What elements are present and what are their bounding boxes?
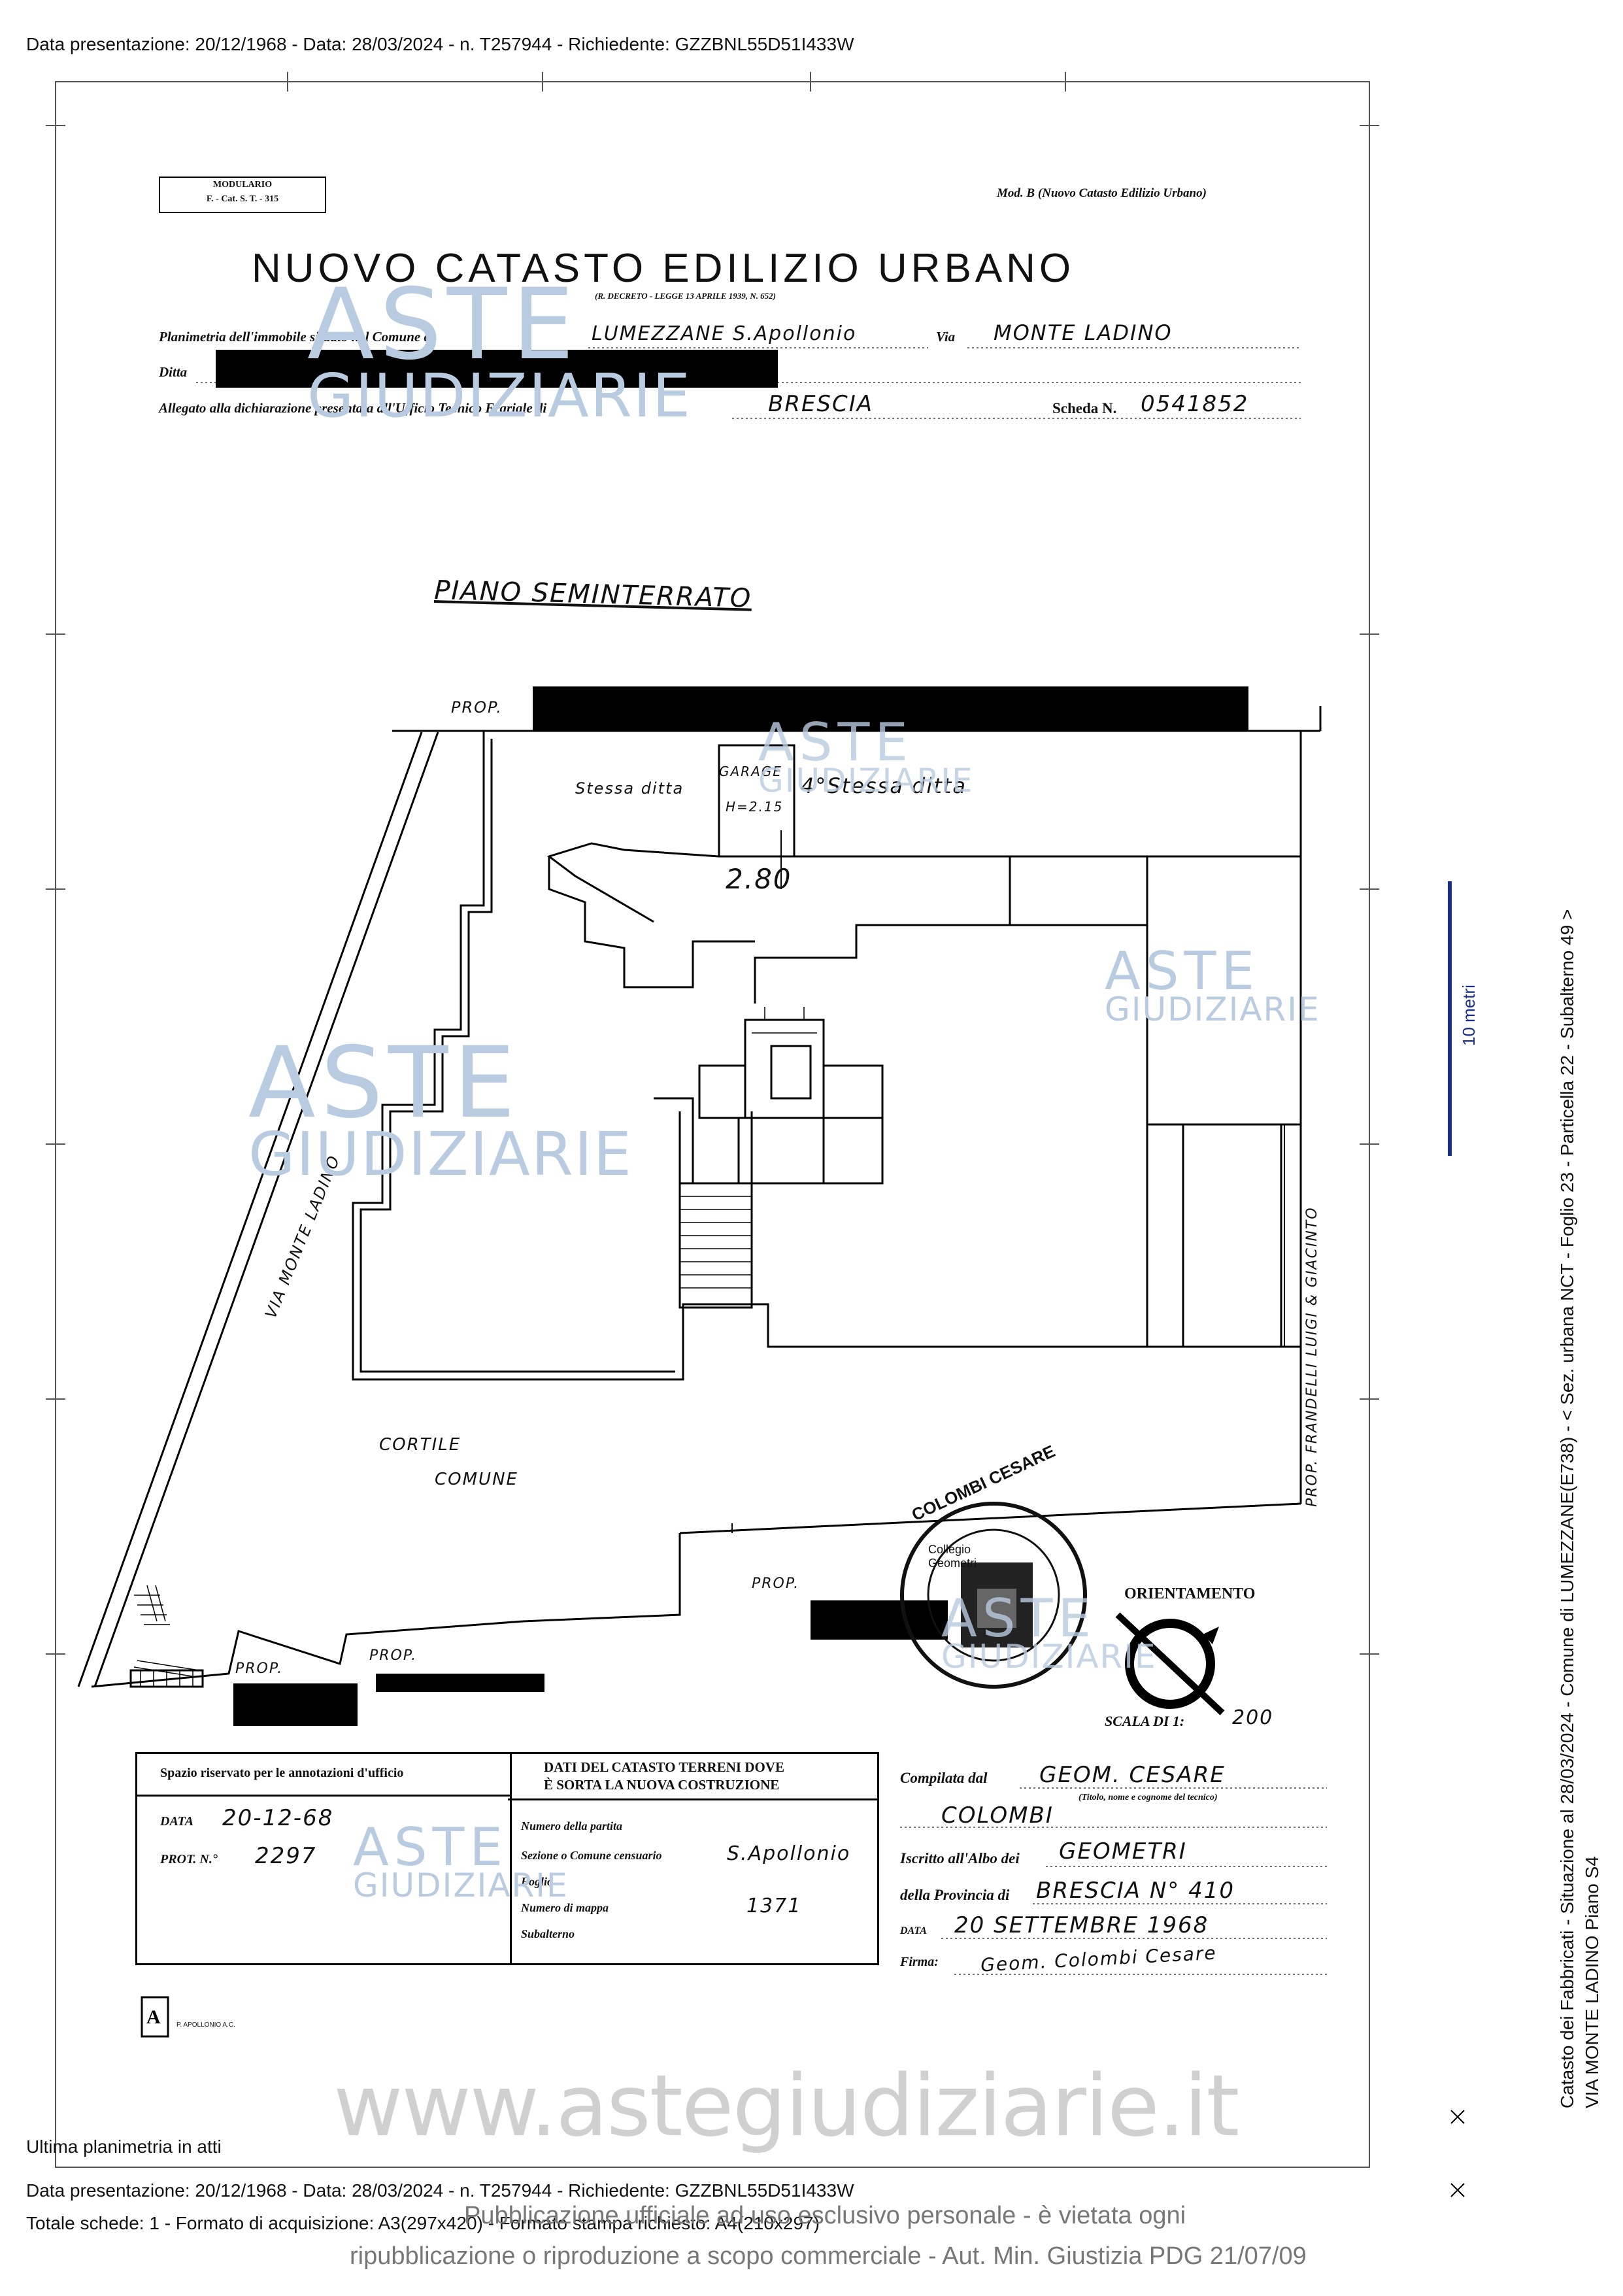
via-value: MONTE LADINO <box>994 320 1173 345</box>
footer-ultima: Ultima planimetria in atti <box>26 2136 222 2157</box>
provincia-label: della Provincia di <box>900 1887 1010 1903</box>
label-h: H=2.15 <box>726 799 784 815</box>
compilata-data-value: 20 SETTEMBRE 1968 <box>954 1912 1209 1938</box>
label-prop-top: PROP. <box>451 698 503 717</box>
terreni-row-label: Numero della partita <box>521 1819 623 1832</box>
scheda-value: 0541852 <box>1141 391 1249 417</box>
modulario-line2: F. - Cat. S. T. - 315 <box>206 194 279 204</box>
prop-bottom-redaction-2 <box>233 1683 358 1726</box>
scala-label: SCALA DI 1: <box>1105 1713 1185 1729</box>
terreni-title-2: È SORTA LA NUOVA COSTRUZIONE <box>544 1777 780 1793</box>
label-prop-bottom-2: PROP. <box>235 1661 284 1677</box>
form-title: NUOVO CATASTO EDILIZIO URBANO <box>252 246 1075 291</box>
via-label: Via <box>936 329 956 345</box>
notice-line2: ripubblicazione o riproduzione a scopo c… <box>350 2242 1307 2270</box>
printer-logo-icon: A <box>141 1996 169 2038</box>
footer-line1: Data presentazione: 20/12/1968 - Data: 2… <box>26 2180 854 2201</box>
office-box-title: Spazio riservato per le annotazioni d'uf… <box>160 1766 404 1780</box>
compilata-data-label: DATA <box>900 1925 927 1936</box>
watermark-logo: ASTE GIUDIZIARIE <box>248 1026 633 1189</box>
printer-mark: P. APOLLONIO A.C. <box>176 2021 235 2029</box>
prop-top-redaction <box>533 686 1248 731</box>
office-prot-value: 2297 <box>255 1843 317 1869</box>
firma-label: Firma: <box>900 1955 939 1969</box>
iscritto-value: GEOMETRI <box>1059 1838 1187 1865</box>
ditta-redaction <box>216 350 778 388</box>
label-stessa-ditta-1: Stessa ditta <box>575 779 684 798</box>
label-garage: GARAGE <box>719 764 782 779</box>
terreni-row-value: S.Apollonio <box>727 1842 851 1865</box>
footer-line2: Totale schede: 1 - Formato di acquisizio… <box>26 2213 820 2233</box>
iscritto-label: Iscritto all'Albo dei <box>900 1850 1020 1866</box>
stamp-seal <box>900 1502 1087 1689</box>
prop-bottom-redaction-3 <box>376 1674 544 1692</box>
modulario-box: MODULARIO F. - Cat. S. T. - 315 <box>159 177 326 213</box>
office-box: Spazio riservato per le annotazioni d'uf… <box>135 1752 512 1965</box>
ditta-label: Ditta <box>159 364 188 380</box>
compass-icon <box>1115 1612 1225 1715</box>
decree-text: (R. DECRETO - LEGGE 13 APRILE 1939, N. 6… <box>595 291 776 301</box>
watermark-website: www.astegiudiziarie.it <box>333 2056 1239 2155</box>
terreni-row-label: Subalterno <box>521 1927 575 1940</box>
office-data-value: 20-12-68 <box>222 1805 334 1831</box>
watermark-logo: ASTE GIUDIZIARIE <box>307 268 692 431</box>
svg-text:A: A <box>146 2006 161 2028</box>
label-prop-bottom-3: PROP. <box>369 1647 418 1664</box>
orientamento-label: ORIENTAMENTO <box>1124 1585 1256 1602</box>
office-prot-label: PROT. N.° <box>160 1852 218 1866</box>
allegato-label: Allegato alla dichiarazione presentata a… <box>159 400 547 416</box>
watermark-logo: ASTE GIUDIZIARIE <box>941 1588 1157 1676</box>
label-prop-bottom-1: PROP. <box>752 1576 800 1592</box>
comune-value: LUMEZZANE S.Apollonio <box>592 322 857 345</box>
stamp-inner-text: Collegio Geometri <box>928 1543 977 1570</box>
terreni-row-label: Numero di mappa <box>521 1901 609 1914</box>
terreni-row-value: 1371 <box>746 1895 802 1917</box>
terreni-row-label: Sezione o Comune censuario <box>521 1849 662 1862</box>
compilata-value-2: COLOMBI <box>941 1802 1054 1829</box>
ufficio-value: BRESCIA <box>768 391 874 417</box>
compilata-label: Compilata dal <box>900 1770 988 1786</box>
label-comune: COMUNE <box>435 1470 518 1489</box>
watermark-logo: ASTE GIUDIZIARIE <box>1105 941 1320 1028</box>
watermark-logo: ASTE GIUDIZIARIE <box>758 712 974 800</box>
terreni-row-label: Foglio <box>521 1875 554 1888</box>
modulario-line1: MODULARIO <box>212 180 273 190</box>
label-stessa-ditta-2: 4°Stessa ditta <box>801 773 967 798</box>
compilata-sub: (Titolo, nome e cognome del tecnico) <box>1079 1793 1218 1802</box>
provincia-value: BRESCIA N° 410 <box>1036 1878 1235 1904</box>
label-cortile: CORTILE <box>379 1435 461 1455</box>
label-dimension: 2.80 <box>726 863 792 895</box>
planimetria-label: Planimetria dell'immobile situato nel Co… <box>159 329 435 345</box>
mod-b-label: Mod. B (Nuovo Catasto Edilizio Urbano) <box>997 186 1207 200</box>
header-info: Data presentazione: 20/12/1968 - Data: 2… <box>26 34 854 54</box>
notice-line1: Pubblicazione ufficiale ad uso esclusivo… <box>464 2202 1186 2229</box>
scheda-label: Scheda N. <box>1052 400 1117 416</box>
compilata-value-1: GEOM. CESARE <box>1039 1762 1226 1788</box>
terreni-title-1: DATI DEL CATASTO TERRENI DOVE <box>544 1759 784 1775</box>
terreni-box: DATI DEL CATASTO TERRENI DOVE È SORTA LA… <box>508 1752 879 1965</box>
prop-bottom-redaction-1 <box>811 1600 948 1640</box>
watermark-logo: ASTE GIUDIZIARIE <box>353 1817 569 1904</box>
office-data-label: DATA <box>160 1814 194 1829</box>
scala-value: 200 <box>1232 1706 1274 1729</box>
